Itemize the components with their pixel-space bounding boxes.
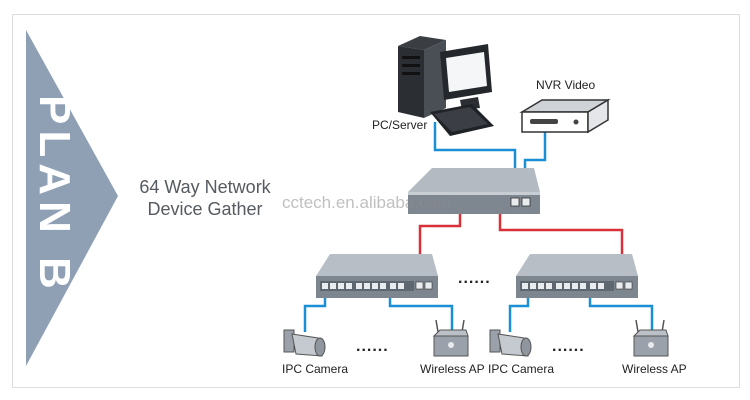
link-left-switch-ap bbox=[388, 292, 454, 332]
diagram-frame bbox=[12, 14, 740, 388]
watermark-text: cctech.en.alibaba.com bbox=[282, 193, 452, 212]
label-pc-server: PC/Server bbox=[372, 118, 428, 132]
switch-left-icon bbox=[316, 254, 438, 298]
pc-server-icon bbox=[398, 36, 494, 136]
ipc-camera-left-icon bbox=[283, 329, 326, 357]
wireless-ap-right-icon bbox=[632, 319, 669, 357]
caption-line-1: 64 Way Network bbox=[139, 177, 271, 197]
ellipsis-switches: ...... bbox=[458, 270, 491, 287]
label-ipc-camera-left: IPC Camera bbox=[282, 362, 349, 376]
plan-banner-arrow bbox=[26, 30, 118, 366]
label-wireless-ap-left: Wireless AP bbox=[420, 362, 485, 376]
plan-banner-text: PLAN B bbox=[30, 95, 79, 295]
switch-right-icon bbox=[516, 254, 638, 298]
label-wireless-ap-right: Wireless AP bbox=[622, 362, 687, 376]
wireless-ap-left-icon bbox=[432, 319, 469, 357]
link-right-switch-camera bbox=[508, 292, 530, 332]
link-left-switch-camera bbox=[303, 292, 327, 332]
caption-line-2: Device Gather bbox=[147, 199, 263, 219]
ellipsis-devices-left: ...... bbox=[356, 338, 389, 355]
ipc-camera-right-icon bbox=[489, 329, 532, 357]
main-switch-icon bbox=[408, 168, 540, 214]
diagram-caption: 64 Way Network Device Gather bbox=[130, 176, 280, 220]
label-ipc-camera-right: IPC Camera bbox=[488, 362, 555, 376]
ellipsis-devices-right: ...... bbox=[552, 338, 585, 355]
label-nvr-video: NVR Video bbox=[536, 78, 596, 92]
nvr-video-icon bbox=[519, 98, 611, 134]
link-right-switch-ap bbox=[588, 292, 654, 332]
